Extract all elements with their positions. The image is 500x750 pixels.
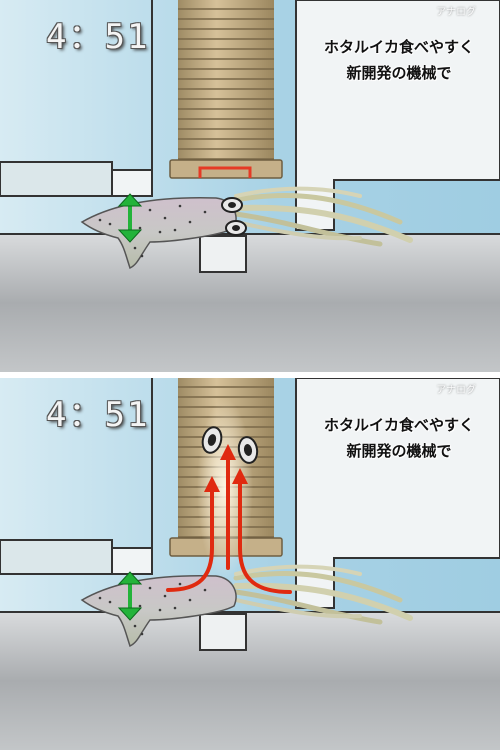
caption-line-2: 新開発の機械で [346, 64, 452, 82]
right-wall [295, 0, 500, 231]
removed-eye-icon [237, 436, 259, 464]
illustration-panel-before: 4：51 アナログ ホタルイカ食べやすく 新開発の機械で [0, 0, 500, 372]
right-wall [295, 378, 500, 609]
removed-eye-icon [201, 426, 223, 454]
news-caption: ホタルイカ食べやすく 新開発の機械で [304, 34, 494, 86]
clock-time: 4：51 [46, 17, 150, 57]
caption-line-1: ホタルイカ食べやすく [323, 416, 474, 434]
caption-line-1: ホタルイカ食べやすく [323, 38, 474, 56]
news-caption: ホタルイカ食べやすく 新開発の機械で [304, 412, 494, 464]
suction-glow [197, 398, 253, 578]
left-wall [111, 378, 153, 575]
caption-line-2: 新開発の機械で [346, 442, 452, 460]
broadcast-logo: アナログ [436, 7, 476, 18]
base-slot [199, 613, 247, 651]
firefly-squid [80, 564, 413, 648]
left-block [0, 539, 113, 575]
left-block [0, 161, 113, 197]
firefly-squid [80, 186, 413, 270]
suction-arrowhead-icon [204, 444, 248, 492]
clamp-arrow-icon [117, 193, 143, 243]
machine-diagram [0, 378, 500, 750]
suction-pad [198, 166, 252, 178]
suction-arrow-icon [166, 456, 292, 594]
machine-diagram [0, 0, 500, 372]
left-wall [111, 0, 153, 197]
illustration-panel-after: 4：51 アナログ ホタルイカ食べやすく 新開発の機械で [0, 378, 500, 750]
clamp-arrow-icon [117, 571, 143, 621]
base-plate [0, 234, 500, 372]
base-slot [199, 235, 247, 273]
broadcast-logo: アナログ [436, 385, 476, 396]
base-plate [0, 612, 500, 750]
clock-time: 4：51 [46, 395, 150, 435]
